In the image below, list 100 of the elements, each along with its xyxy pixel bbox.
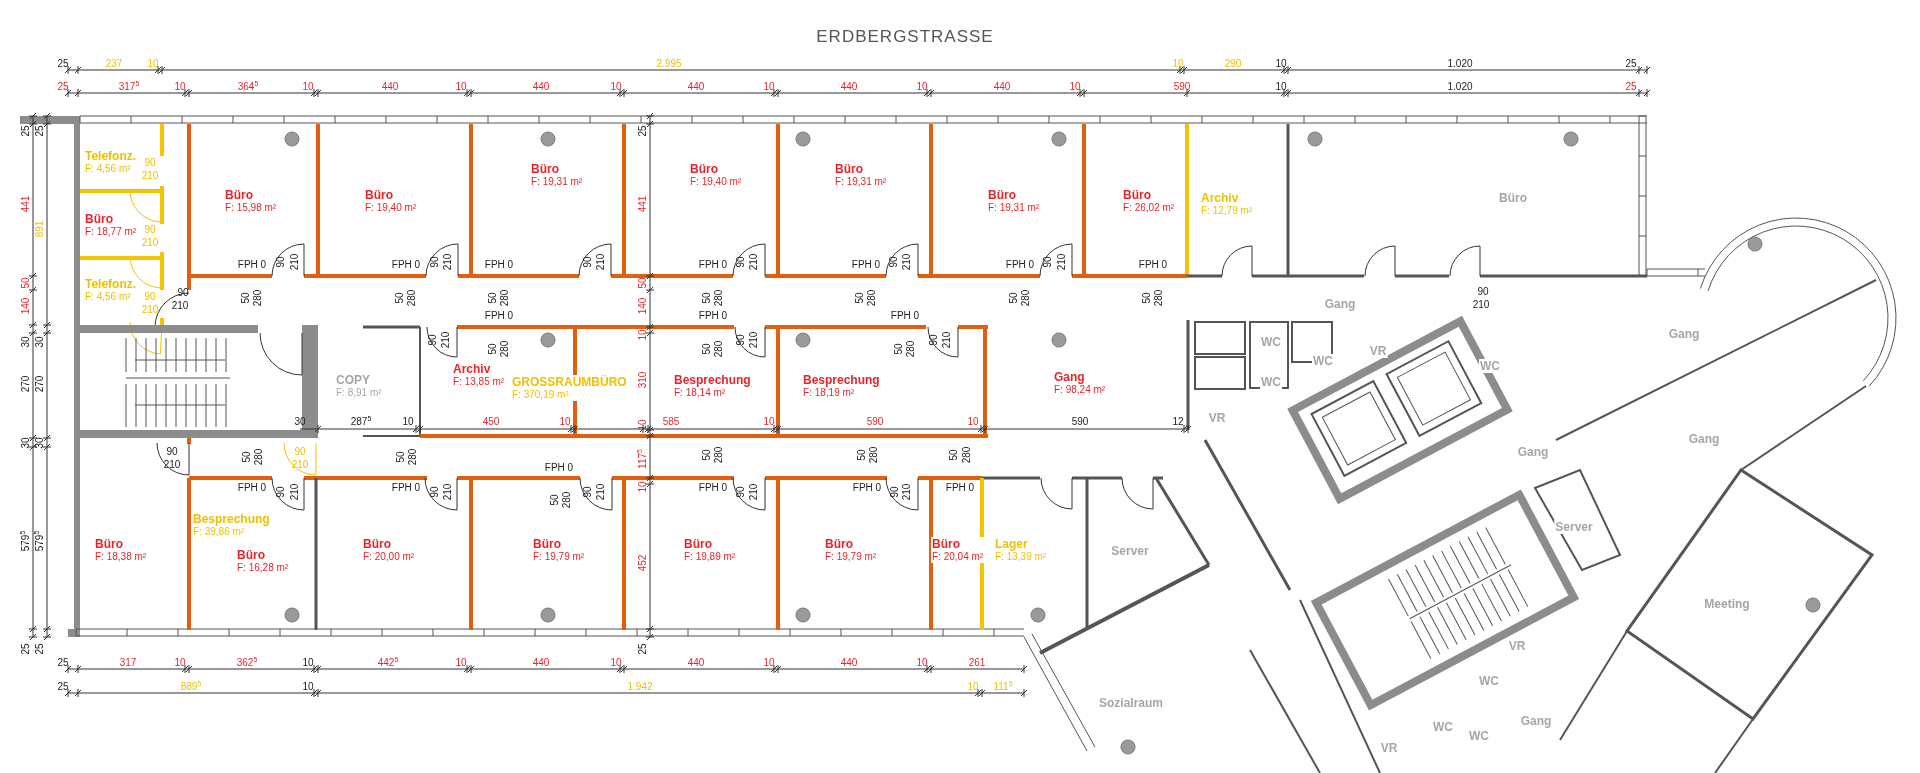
room-name: Büro bbox=[225, 188, 254, 202]
room-name: GROSSRAUMBÜRO bbox=[512, 375, 627, 389]
room-name: Besprechung bbox=[803, 373, 880, 387]
dimension-label: 10 bbox=[1275, 59, 1287, 69]
dimension-label: 10 bbox=[147, 59, 159, 69]
door-size-label: 90 bbox=[276, 486, 286, 498]
dimension-label: 140 bbox=[638, 297, 648, 315]
room-area: F: 370,19 m² bbox=[512, 389, 627, 401]
room-name: Telefonz. bbox=[85, 149, 137, 163]
room-name: WC bbox=[1433, 720, 1453, 734]
door-size-label: 210 bbox=[141, 171, 159, 181]
room-name: Büro bbox=[825, 537, 854, 551]
door-size-label: 50 bbox=[702, 292, 712, 304]
dimension-label: 25 bbox=[638, 643, 648, 655]
door-size-label: 50 bbox=[241, 292, 251, 304]
dimension-label: 10 bbox=[174, 82, 186, 92]
room-name: Büro bbox=[365, 188, 394, 202]
dimension-label: 362$^{5}$ bbox=[236, 658, 258, 668]
door-size-label: 210 bbox=[141, 305, 159, 315]
dimension-label: 1.020 bbox=[1447, 82, 1473, 92]
door-size-label: 90 bbox=[890, 486, 900, 498]
room-name: Gang bbox=[1668, 327, 1700, 341]
dimension-label: 1.942 bbox=[627, 682, 653, 692]
dimension-label: 25 bbox=[1625, 59, 1637, 69]
door-size-label: 50 bbox=[1142, 292, 1152, 304]
door-size-label: 210 bbox=[441, 331, 451, 349]
room-area: F: 18,38 m² bbox=[95, 551, 147, 563]
equipment-label: FPH 0 bbox=[484, 260, 514, 270]
dimension-label: 25 bbox=[21, 125, 31, 137]
dimension-label: 440 bbox=[532, 658, 550, 668]
room-area: F: 4,56 m² bbox=[85, 163, 137, 175]
room-name: VR bbox=[1208, 411, 1226, 425]
door-size-label: 280 bbox=[253, 289, 263, 307]
door-size-label: 280 bbox=[1021, 289, 1031, 307]
door-size-label: 280 bbox=[408, 448, 418, 466]
room-name: Besprechung bbox=[193, 512, 270, 526]
room-name: Büro bbox=[684, 537, 713, 551]
equipment-label: FPH 0 bbox=[544, 463, 574, 473]
dimension-label: 10 bbox=[967, 682, 979, 692]
door-size-label: 210 bbox=[749, 331, 759, 349]
door-size-label: 280 bbox=[714, 289, 724, 307]
dimension-label: 10 bbox=[610, 82, 622, 92]
room-area: F: 15,98 m² bbox=[225, 202, 277, 214]
dimension-label: 10 bbox=[763, 417, 775, 427]
room-name: Gang bbox=[1054, 370, 1086, 384]
dimension-label: 10 bbox=[302, 682, 314, 692]
door-size-label: 210 bbox=[443, 253, 453, 271]
door-size-label: 210 bbox=[1472, 300, 1490, 310]
room-area: F: 98,24 m² bbox=[1054, 384, 1106, 396]
room-area: F: 39,86 m² bbox=[193, 526, 270, 538]
door-size-label: 280 bbox=[500, 289, 510, 307]
dimension-label: 10 bbox=[638, 329, 648, 341]
door-size-label: 90 bbox=[166, 447, 178, 457]
door-size-label: 280 bbox=[714, 340, 724, 358]
room-area: F: 18,19 m² bbox=[803, 387, 880, 399]
door-size-label: 210 bbox=[1057, 253, 1067, 271]
dimension-label: 585 bbox=[662, 417, 680, 427]
door-size-label: 90 bbox=[1477, 287, 1489, 297]
dimension-label: 440 bbox=[840, 82, 858, 92]
door-size-label: 210 bbox=[749, 253, 759, 271]
dimension-label: 1.020 bbox=[1447, 59, 1473, 69]
room-area: F: 8,91 m² bbox=[336, 387, 382, 399]
room-name: Büro bbox=[531, 162, 560, 176]
room-name: Büro bbox=[835, 162, 864, 176]
dimension-label: 111$^{5}$ bbox=[993, 682, 1013, 692]
equipment-label: FPH 0 bbox=[698, 483, 728, 493]
room-name: Besprechung bbox=[674, 373, 751, 387]
door-size-label: 50 bbox=[488, 292, 498, 304]
dimension-label: 10 bbox=[302, 658, 314, 668]
dimension-label: 10 bbox=[402, 417, 414, 427]
door-size-label: 50 bbox=[702, 343, 712, 355]
dimension-label: 25 bbox=[57, 82, 69, 92]
door-size-label: 90 bbox=[430, 486, 440, 498]
dimension-label: 440 bbox=[840, 658, 858, 668]
door-size-label: 90 bbox=[889, 256, 899, 268]
dimension-label: 450 bbox=[482, 417, 500, 427]
door-size-label: 50 bbox=[949, 449, 959, 461]
equipment-label: FPH 0 bbox=[852, 483, 882, 493]
room-area: F: 19,79 m² bbox=[533, 551, 585, 563]
dimension-label: 140 bbox=[21, 297, 31, 315]
door-size-label: 280 bbox=[869, 446, 879, 464]
door-size-label: 210 bbox=[443, 483, 453, 501]
room-area: F: 19,31 m² bbox=[988, 202, 1040, 214]
room-area: F: 19,31 m² bbox=[531, 176, 583, 188]
room-name: WC bbox=[1479, 674, 1499, 688]
room-name: Archiv bbox=[1201, 191, 1240, 205]
equipment-label: FPH 0 bbox=[237, 260, 267, 270]
dimension-label: 891 bbox=[35, 220, 45, 238]
door-size-label: 210 bbox=[290, 483, 300, 501]
room-name: Sozialraum bbox=[1099, 696, 1163, 710]
door-size-label: 90 bbox=[583, 256, 593, 268]
door-size-label: 210 bbox=[290, 253, 300, 271]
street-name: ERDBERGSTRASSE bbox=[816, 27, 994, 45]
dimension-label: 440 bbox=[993, 82, 1011, 92]
dimension-label: 10 bbox=[638, 481, 648, 493]
dimension-label: 261 bbox=[968, 658, 986, 668]
equipment-label: FPH 0 bbox=[1005, 260, 1035, 270]
room-area: F: 4,56 m² bbox=[85, 291, 137, 303]
dimension-label: 889$^{5}$ bbox=[180, 682, 202, 692]
dimension-label: 364$^{5}$ bbox=[237, 82, 259, 92]
